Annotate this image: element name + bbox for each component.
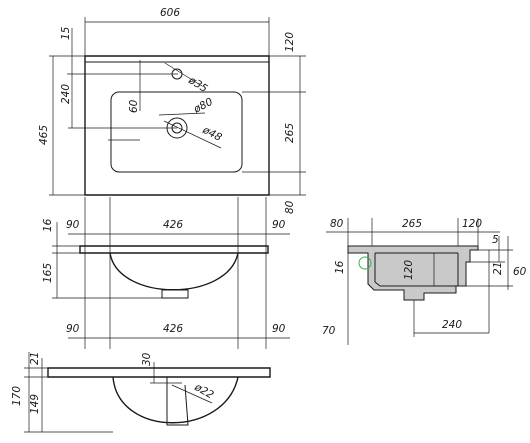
dim-plan-width: 606 xyxy=(160,7,180,19)
side-mark xyxy=(359,257,371,269)
section-slab xyxy=(48,368,270,377)
front-outlet xyxy=(162,290,188,298)
front-view xyxy=(52,197,290,349)
dim-section-total: 170 xyxy=(11,386,23,406)
dim-section-outlet: ø22 xyxy=(192,381,216,402)
dim-section-lower: 149 xyxy=(29,394,41,414)
front-slab xyxy=(80,246,268,253)
plan-bowl xyxy=(111,92,242,172)
dim-front-margin: 80 xyxy=(284,200,296,214)
dim-section-drain: 30 xyxy=(141,352,153,366)
dim-side-slab: 16 xyxy=(334,260,346,274)
dim-bottom-width: 426 xyxy=(163,323,183,335)
plan-outline xyxy=(85,56,269,195)
dim-front-bowl: 426 xyxy=(163,219,183,231)
dim-side-drain: 240 xyxy=(442,319,462,331)
dim-side-rear: 60 xyxy=(513,266,527,278)
dim-side-depth: 120 xyxy=(403,260,415,280)
dim-section-top: 21 xyxy=(29,352,41,365)
section-outlet xyxy=(167,377,188,425)
dim-bottom-left: 90 xyxy=(66,323,80,335)
dim-front-right: 90 xyxy=(272,219,286,231)
dim-plan-depth: 465 xyxy=(38,125,50,145)
dim-tap-drain: 240 xyxy=(60,84,72,104)
dim-front-left: 90 xyxy=(66,219,80,231)
side-view xyxy=(326,218,513,345)
dim-side-bowl: 265 xyxy=(402,218,422,230)
dim-side-bottom: 70 xyxy=(322,325,336,337)
dim-drain-from-bowl: 60 xyxy=(128,99,140,113)
dim-back-margin: 120 xyxy=(284,32,296,52)
dim-bowl-depth: 265 xyxy=(284,123,296,143)
dim-side-back: 120 xyxy=(462,218,482,230)
plan-view xyxy=(49,17,306,195)
dim-side-lip: 5 xyxy=(492,234,499,246)
dim-front-height: 165 xyxy=(42,263,54,283)
dim-side-step: 21 xyxy=(492,262,504,275)
dim-tap-offset: 15 xyxy=(60,26,72,40)
dim-bottom-right: 90 xyxy=(272,323,286,335)
dim-drain-inner: ø48 xyxy=(200,124,224,145)
section-bowl xyxy=(113,377,238,423)
dim-side-front: 80 xyxy=(330,218,344,230)
front-bowl xyxy=(110,253,238,290)
dim-front-slab: 16 xyxy=(42,218,54,232)
section-view xyxy=(24,352,270,432)
